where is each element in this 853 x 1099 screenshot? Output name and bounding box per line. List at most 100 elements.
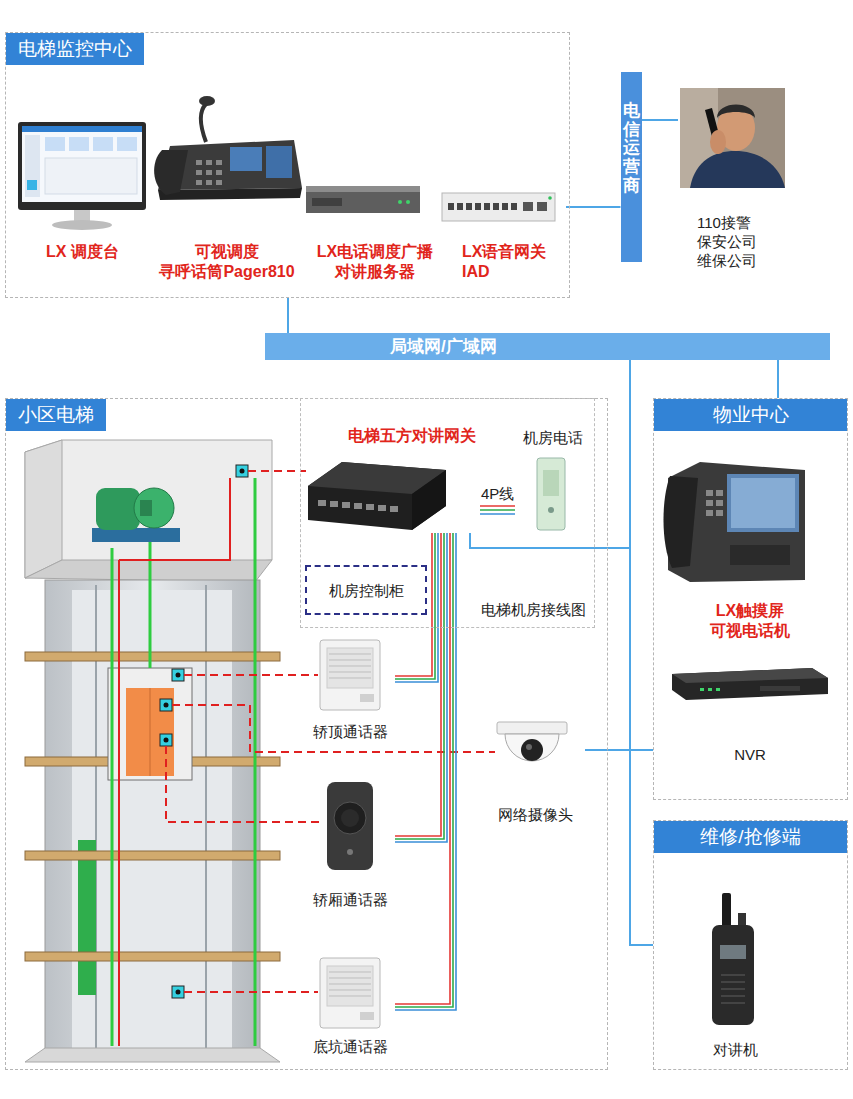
iad-gateway-icon xyxy=(502,203,508,210)
monitor-icon xyxy=(22,126,142,132)
car-intercom-icon xyxy=(341,809,359,827)
signal-dashed-lines xyxy=(166,471,495,992)
car-intercom-icon xyxy=(347,849,353,855)
elevator-illustration xyxy=(140,500,152,516)
touchscreen-phone-icon xyxy=(716,510,723,516)
walkie-talkie: 对讲机 xyxy=(690,895,780,1065)
party-label: 110接警 保安公司 维保公司 xyxy=(697,213,757,270)
machine-room-phone-icon xyxy=(548,507,554,513)
server-icon xyxy=(306,186,420,213)
camera-icon xyxy=(505,734,559,761)
talk-gateway-icon xyxy=(390,506,398,512)
iad-gateway-icon xyxy=(457,203,463,210)
device-label: 机房电话 xyxy=(523,428,583,447)
iad-gateway-icon xyxy=(511,203,517,210)
machine-room-phone: 机房电话 xyxy=(515,425,590,535)
touchscreen-phone-icon xyxy=(727,474,799,532)
monitor-icon xyxy=(22,126,142,202)
device-label: LX 调度台 xyxy=(46,242,119,262)
nvr-device: NVR xyxy=(665,660,835,768)
paging-console-icon xyxy=(196,180,202,185)
nvr-icon xyxy=(672,668,828,700)
car-intercom-icon xyxy=(327,782,373,870)
nvr-icon xyxy=(672,668,828,683)
signal-dashed-lines xyxy=(184,991,318,993)
car-intercom: 轿厢通话器 xyxy=(305,776,395,912)
elevator-illustration xyxy=(240,469,245,474)
monitor-icon xyxy=(25,135,40,197)
connector-line xyxy=(480,513,515,515)
server-device: LX电话调度广播 对讲服务器 xyxy=(300,170,450,285)
property-panel: 物业中心LX触摸屏 可视电话机NVR xyxy=(653,398,848,800)
camera-icon xyxy=(497,722,567,761)
car-top-intercom-icon xyxy=(327,648,373,688)
connector xyxy=(566,207,621,208)
repair-panel: 维修/抢修端对讲机 xyxy=(653,820,848,1070)
talk-gateway-icon xyxy=(412,470,446,530)
walkie-talkie-icon xyxy=(712,893,754,1025)
operator-photo xyxy=(690,151,785,188)
touchscreen-phone-icon xyxy=(706,500,713,506)
connector xyxy=(630,360,653,945)
nvr-icon xyxy=(760,686,800,691)
signal-dashed-lines xyxy=(166,746,322,822)
connector xyxy=(288,298,289,333)
camera-icon xyxy=(497,722,567,734)
paging-console-icon xyxy=(206,170,212,175)
pit-intercom-icon xyxy=(360,1012,374,1020)
elevator-illustration xyxy=(164,703,169,708)
device-label: LX电话调度广播 对讲服务器 xyxy=(317,242,433,282)
operator-photo xyxy=(717,105,755,119)
video-phone: LX触摸屏 可视电话机 xyxy=(660,455,840,645)
elevator-illustration xyxy=(25,851,280,860)
monitor-center-panel: 电梯监控中心LX 调度台可视调度 寻呼话筒Pager810LX电话调度广播 对讲… xyxy=(5,32,570,298)
device-label: 轿厢通话器 xyxy=(313,890,388,909)
connector xyxy=(778,360,779,398)
group-label: 电梯机房接线图 xyxy=(481,600,586,619)
paging-console-icon xyxy=(206,160,212,165)
touchscreen-phone-icon xyxy=(731,478,795,528)
paging-console-icon xyxy=(154,96,302,200)
talk-gateway-icon xyxy=(330,501,338,507)
operator-photo xyxy=(680,88,785,188)
connector-line xyxy=(480,505,515,507)
server-icon xyxy=(398,200,402,204)
connector-line xyxy=(395,533,441,836)
paging-device: 可视调度 寻呼话筒Pager810 xyxy=(148,100,306,285)
paging-console-icon xyxy=(216,170,222,175)
device-label: 电梯五方对讲网关 xyxy=(348,426,476,446)
server-icon xyxy=(312,198,342,206)
device-label: NVR xyxy=(734,745,766,764)
paging-console-icon xyxy=(266,146,292,178)
car-top-intercom-icon xyxy=(329,654,371,678)
elevator-illustration xyxy=(92,528,180,542)
iad-gateway-icon xyxy=(537,202,547,211)
elevator-illustration xyxy=(25,1048,280,1062)
connector xyxy=(585,750,653,751)
connector-line xyxy=(395,533,444,839)
device-label: 网络摄像头 xyxy=(498,805,573,824)
elevator-illustration xyxy=(172,669,184,681)
talk-gateway-icon xyxy=(378,505,386,511)
car-intercom-icon xyxy=(334,802,366,834)
touchscreen-phone-icon xyxy=(716,490,723,496)
signal-dashed-lines xyxy=(184,674,318,676)
monitor-icon xyxy=(45,158,137,194)
paging-console-icon xyxy=(199,96,215,106)
device-label: 底坑通话器 xyxy=(313,1037,388,1056)
iad-gateway-icon xyxy=(484,203,490,210)
touchscreen-phone-icon xyxy=(663,462,805,582)
pit-intercom-icon xyxy=(329,972,371,996)
nvr-icon xyxy=(716,688,720,691)
machine-room-phone-icon xyxy=(543,470,559,496)
paging-console-icon xyxy=(206,180,212,185)
device-label: 轿顶通话器 xyxy=(313,722,388,741)
device-label: 可视调度 寻呼话筒Pager810 xyxy=(159,242,294,282)
elevator-illustration xyxy=(25,652,280,661)
connector xyxy=(470,360,630,548)
signal-dashed-lines xyxy=(248,470,306,472)
elevator-illustration xyxy=(176,673,181,678)
talk-gateway-icon xyxy=(318,500,326,506)
monitor-icon xyxy=(45,137,65,151)
connector-line xyxy=(470,360,630,548)
